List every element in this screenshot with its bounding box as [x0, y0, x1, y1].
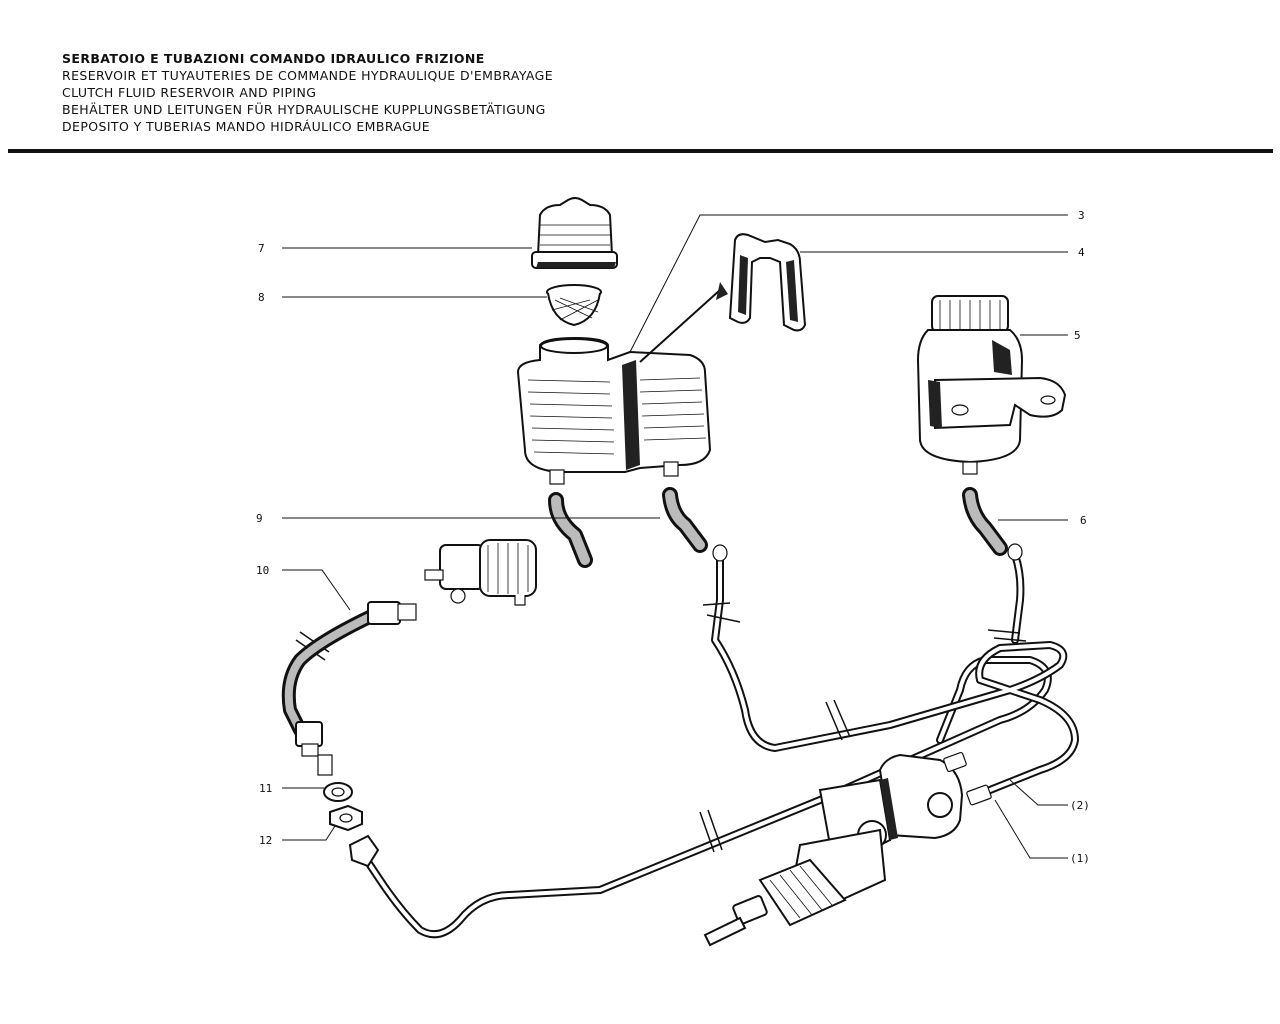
title-french: RESERVOIR ET TUYAUTERIES DE COMMANDE HYD… [62, 68, 554, 83]
title-italian: SERBATOIO E TUBAZIONI COMANDO IDRAULICO … [62, 51, 485, 66]
secondary-pipe-run [711, 556, 1079, 794]
reservoir-cap [531, 197, 618, 269]
callout-ref-2: (2) [1070, 799, 1090, 812]
right-reservoir-pipe [1011, 551, 1025, 644]
single-fluid-reservoir [916, 295, 1067, 475]
callout-7: 7 [258, 242, 265, 255]
title-german: BEHÄLTER UND LEITUNGEN FÜR HYDRAULISCHE … [62, 102, 546, 117]
callout-9: 9 [256, 512, 263, 525]
title-english: CLUTCH FLUID RESERVOIR AND PIPING [62, 85, 317, 100]
pipe-break-marks [295, 602, 1027, 853]
title-spanish: DEPOSITO Y TUBERIAS MANDO HIDRÁULICO EMB… [62, 119, 431, 134]
clutch-master-cylinder [703, 751, 992, 947]
twin-fluid-reservoir [516, 336, 712, 485]
reservoir-outlet-hoses [548, 487, 728, 568]
flexible-braided-hose [281, 601, 417, 776]
callout-12: 12 [259, 834, 272, 847]
callout-4: 4 [1078, 246, 1085, 259]
callout-3: 3 [1078, 209, 1085, 222]
pipe-union-fitting [424, 539, 537, 606]
pipe-end-fitting [348, 834, 380, 868]
parts-catalog-header: SERBATOIO E TUBAZIONI COMANDO IDRAULICO … [62, 50, 862, 135]
callout-5: 5 [1074, 329, 1081, 342]
reservoir-strainer [546, 284, 602, 327]
callout-ref-1: (1) [1070, 852, 1090, 865]
callout-6: 6 [1080, 514, 1087, 527]
callout-11: 11 [259, 782, 272, 795]
header-divider [8, 149, 1273, 153]
callout-10: 10 [256, 564, 269, 577]
single-reservoir-hose [962, 487, 1023, 561]
reservoir-bracket-clip [639, 233, 807, 363]
callout-leader-lines [282, 214, 1068, 859]
sealing-washer [323, 782, 353, 802]
callout-8: 8 [258, 291, 265, 304]
main-pipe-run [356, 656, 1052, 939]
hex-nut [329, 804, 363, 832]
